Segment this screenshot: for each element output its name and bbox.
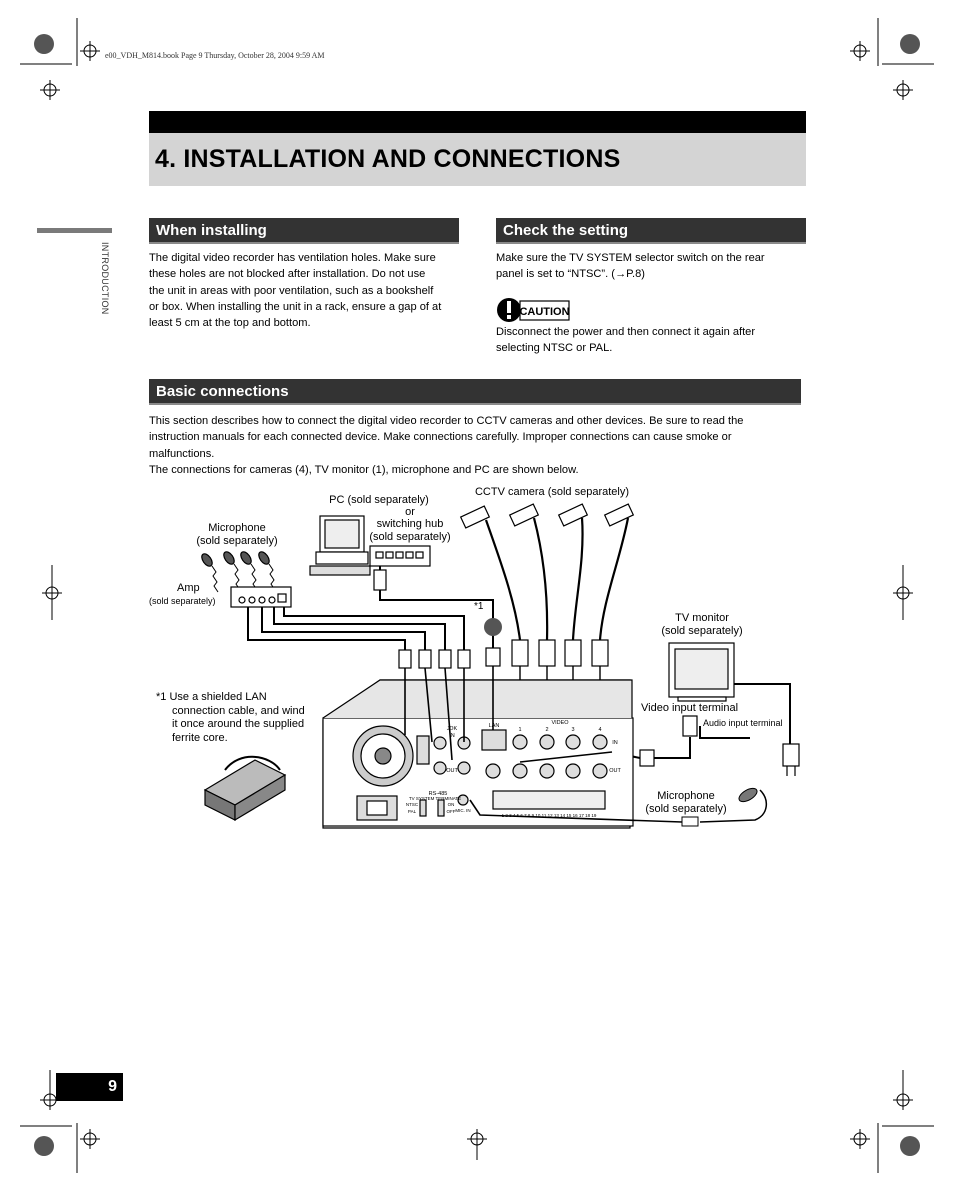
svg-text:*1 Use a shielded LAN: *1 Use a shielded LAN (156, 691, 267, 703)
switching-hub-icon (369, 545, 431, 567)
setting-text: Make sure the TV SYSTEM selector switch … (496, 252, 765, 281)
svg-text:VIDEO: VIDEO (551, 720, 569, 726)
svg-text:MIC. IN: MIC. IN (455, 808, 470, 813)
svg-text:Amp: Amp (177, 582, 200, 594)
svg-text:Microphone: Microphone (657, 790, 714, 802)
svg-text:1 2 3 4 5 6 7 8 9 10 11 12 13: 1 2 3 4 5 6 7 8 9 10 11 12 13 14 15 16 1… (502, 813, 597, 818)
svg-text:connection cable, and wind: connection cable, and wind (172, 705, 305, 717)
svg-text:2: 2 (545, 727, 548, 733)
svg-text:(sold separately): (sold separately) (369, 531, 450, 543)
target-mark-icon (40, 41, 913, 1160)
svg-text:3: 3 (571, 727, 574, 733)
print-slug: e00_VDH_M814.book Page 9 Thursday, Octob… (105, 51, 325, 60)
svg-text:NTSC: NTSC (406, 802, 419, 807)
title-band-dark (149, 111, 806, 133)
svg-text:OUT: OUT (446, 768, 458, 774)
svg-text:CCTV camera (sold separately): CCTV camera (sold separately) (475, 486, 629, 498)
svg-text:OUT: OUT (609, 768, 621, 774)
svg-text:OFF: OFF (447, 809, 456, 814)
svg-text:or: or (405, 506, 415, 518)
cctv-camera-icon (459, 503, 635, 529)
page-number: 9 (56, 1073, 123, 1101)
basic-text: This section describes how to connect th… (149, 415, 744, 476)
svg-text:PC (sold separately): PC (sold separately) (329, 494, 429, 506)
microphone-icon (201, 551, 270, 567)
svg-text:(sold separately): (sold separately) (645, 803, 726, 815)
connection-diagram: PC (sold separately) or switching hub (s… (149, 486, 800, 829)
svg-text:it once around the supplied: it once around the supplied (172, 718, 304, 730)
svg-text:1: 1 (518, 727, 521, 733)
svg-text:switching hub: switching hub (377, 518, 444, 530)
installing-text: The digital video recorder has ventilati… (149, 252, 442, 330)
svg-text:IN: IN (612, 740, 618, 746)
svg-text:ferrite core.: ferrite core. (172, 732, 228, 744)
svg-text:TV SYSTEM TERMINATE: TV SYSTEM TERMINATE (409, 796, 461, 801)
side-tab-bar (37, 228, 112, 233)
svg-text:Video input terminal: Video input terminal (641, 702, 738, 714)
svg-text:(sold separately): (sold separately) (149, 596, 216, 606)
microphone-icon (738, 787, 758, 803)
side-tab-label: INTRODUCTION (100, 242, 110, 315)
svg-text:(sold separately): (sold separately) (196, 535, 277, 547)
tv-monitor-icon (668, 642, 735, 702)
recorder-rear-panel (322, 679, 634, 829)
svg-text:PAL: PAL (408, 809, 417, 814)
svg-text:4: 4 (598, 727, 601, 733)
svg-text:TV monitor: TV monitor (675, 612, 729, 624)
svg-text:JDK: JDK (447, 726, 458, 732)
ferrite-core-icon (484, 618, 502, 636)
svg-text:LAN: LAN (489, 723, 500, 729)
svg-text:ON: ON (448, 802, 455, 807)
section-heading-setting: Check the setting (496, 218, 806, 244)
amp-icon (230, 586, 292, 608)
svg-text:CAUTION: CAUTION (519, 306, 569, 318)
svg-text:*1: *1 (474, 601, 484, 612)
power-plug-icon (782, 743, 800, 776)
svg-text:Microphone: Microphone (208, 522, 265, 534)
section-heading-basic: Basic connections (149, 379, 801, 405)
pc-icon (309, 515, 371, 576)
svg-text:Audio input terminal: Audio input terminal (703, 718, 783, 728)
svg-text:(sold separately): (sold separately) (661, 625, 742, 637)
svg-text:IN: IN (449, 733, 455, 739)
section-heading-installing: When installing (149, 218, 459, 244)
title-band (149, 133, 806, 186)
registration-mark-icon (34, 34, 920, 1156)
caution-icon: CAUTION (497, 298, 570, 322)
svg-text:RS-485: RS-485 (429, 791, 448, 797)
ferrite-core-icon (203, 755, 287, 822)
page-title: 4. INSTALLATION AND CONNECTIONS (155, 145, 621, 173)
caution-text: Disconnect the power and then connect it… (496, 326, 756, 355)
